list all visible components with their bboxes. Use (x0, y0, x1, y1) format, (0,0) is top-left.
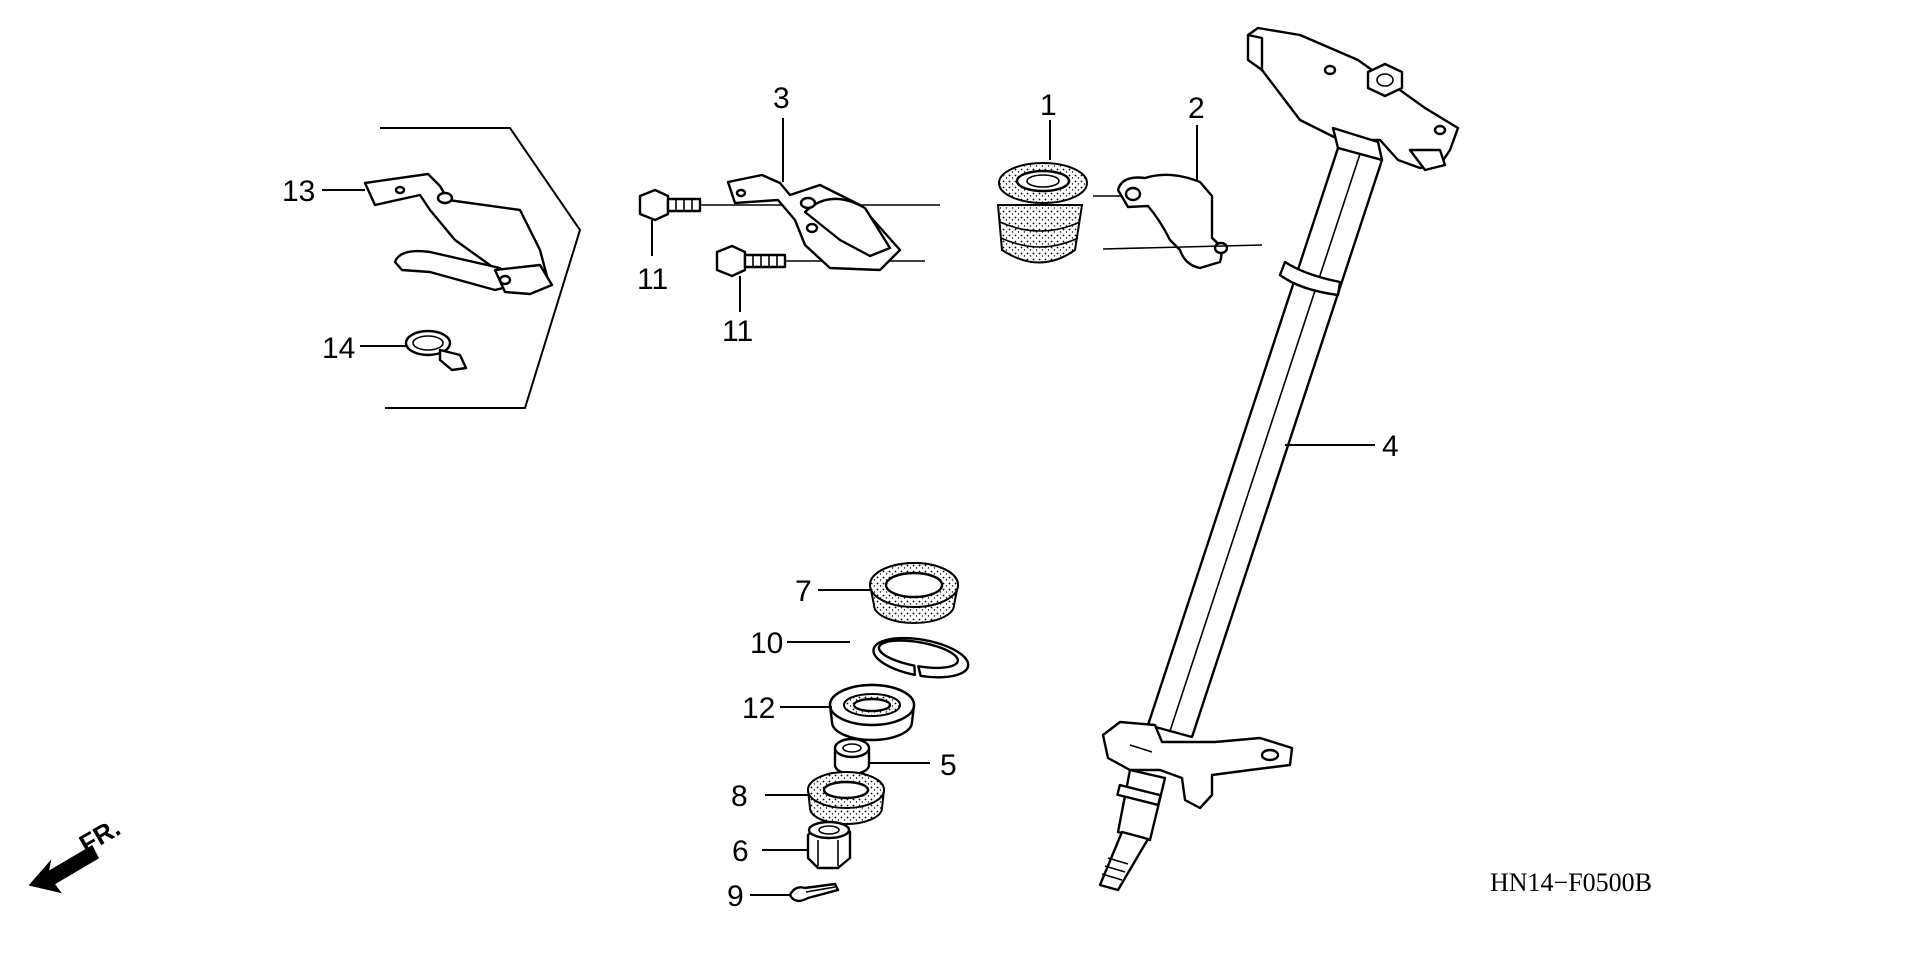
callout-6: 6 (732, 835, 749, 868)
part-1-shaft-bushing (996, 162, 1088, 264)
figure-code: HN14−F0500B (1490, 868, 1652, 897)
callout-8: 8 (731, 780, 748, 813)
part-7-dust-seal (868, 562, 960, 624)
part-5-collar (833, 737, 871, 776)
callout-11-lower: 11 (722, 315, 753, 348)
callout-1: 1 (1040, 89, 1057, 122)
part-11-bolt-lower (715, 244, 787, 278)
callout-11-upper: 11 (637, 263, 668, 296)
callout-7: 7 (795, 575, 812, 608)
callout-2: 2 (1188, 92, 1205, 125)
part-8-lower-seal (806, 771, 886, 825)
callout-3: 3 (773, 82, 790, 115)
part-14-band-clip (404, 329, 468, 372)
callout-4: 4 (1382, 430, 1399, 463)
part-9-cotter-pin (788, 882, 840, 903)
callout-9: 9 (727, 880, 744, 913)
part-12-upper-bearing (828, 683, 916, 742)
part-10-circlip (872, 636, 970, 679)
callout-12: 12 (742, 692, 775, 725)
group-bracket-frame (380, 127, 582, 409)
callout-14: 14 (322, 332, 355, 365)
callout-5: 5 (940, 749, 957, 782)
part-13-column-holder (363, 172, 554, 296)
front-direction-arrow-icon (28, 844, 99, 894)
part-4-steering-shaft (1098, 26, 1460, 892)
part-2-bushing-holder (1116, 173, 1229, 270)
callout-10: 10 (750, 627, 783, 660)
part-11-bolt-upper (638, 188, 702, 222)
part-3-upper-holder (726, 173, 902, 272)
part-6-castle-nut (806, 820, 852, 870)
holder-axis-lower (1102, 244, 1263, 250)
callout-13: 13 (282, 175, 315, 208)
